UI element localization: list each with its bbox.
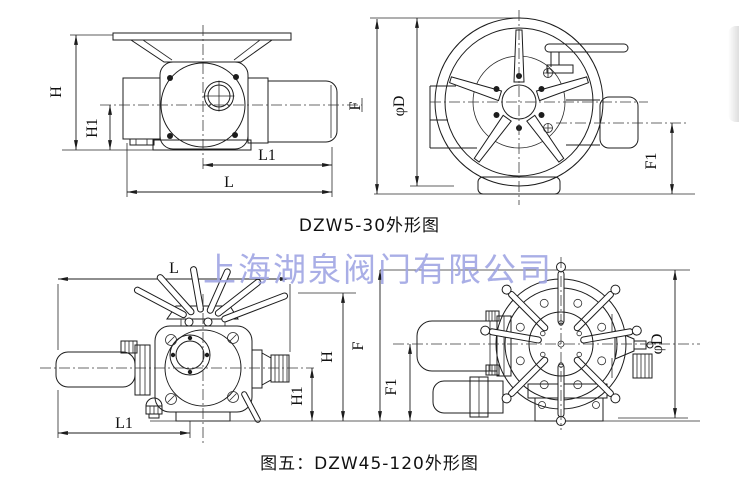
dimension-top-side-H: H [48,34,153,151]
body-screws [543,68,553,133]
dimension-bottom-front-F1: F1 [383,344,412,421]
dim-label: F [347,101,364,110]
handwheel-spokes [448,29,590,163]
dim-label: F [350,341,367,350]
flange-bolt-holes [515,298,607,390]
dimension-bottom-side-L: L [57,260,291,352]
dim-label: H1 [84,118,101,138]
company-watermark: 上海湖泉阀门有限公司 [203,250,553,289]
dimension-top-front-F: F [347,19,379,194]
dim-label: φD [649,334,666,355]
dimension-top-side-H1: H1 [84,105,112,150]
dimension-bottom-side-H: H [298,292,356,421]
caption-dzw45-120: 图五：DZW45-120外形图 [260,454,479,474]
dim-label: L [224,174,234,191]
handwheel-edge-spokes [133,266,289,327]
drawing-dzw45-120-side-view: L [40,260,356,443]
dim-label: L1 [115,415,133,432]
dim-label: F1 [383,379,400,396]
dimension-top-side-L1: L1 [203,147,333,197]
dimension-top-side-L: L [126,143,332,197]
dimension-bottom-front-F: F [350,270,382,421]
dimension-bottom-side-L1: L1 [57,390,191,438]
dim-label: φD [391,96,408,117]
drawing-dzw5-30-front-view: F φD F1 [347,10,695,205]
dim-label: H [319,351,336,363]
dim-label: L1 [258,147,276,164]
dim-label: F1 [643,153,660,170]
caption-dzw5-30: DZW5-30外形图 [298,216,441,236]
cover-screws [165,332,239,405]
right-edge-shadow [728,26,739,122]
handwheel-spoke-handles [480,262,642,426]
dim-label: L [169,260,179,277]
drawing-dzw45-120-front-view: F F1 φD [350,257,700,430]
drawing-dzw5-30-side-view: H H1 L1 L [48,25,362,197]
dimension-top-front-F1: F1 [643,123,674,194]
dimension-bottom-front-phiD: φD [618,270,688,419]
dim-label: H [48,86,65,98]
dim-label: H1 [289,386,306,406]
dimension-bottom-side-H1: H1 [289,368,314,421]
dimension-top-front-phiD: φD [391,18,454,187]
